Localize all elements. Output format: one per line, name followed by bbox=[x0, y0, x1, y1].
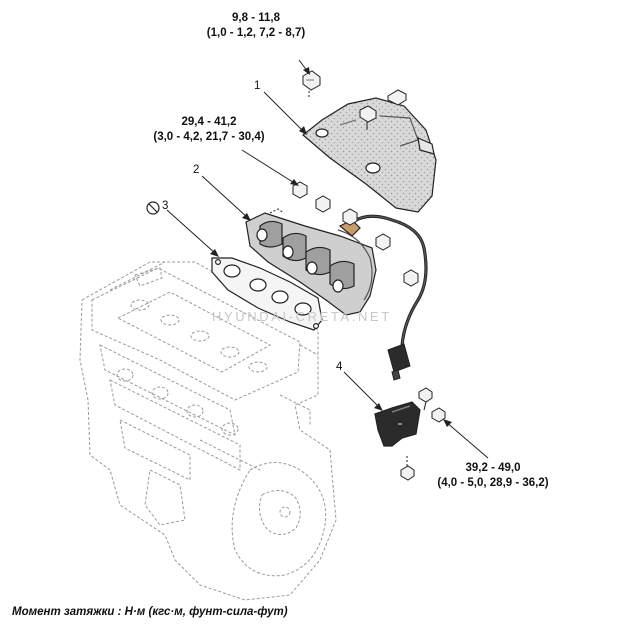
engine-cam-caps bbox=[116, 299, 291, 518]
oxygen-sensor bbox=[353, 214, 428, 381]
leader-lines bbox=[166, 59, 489, 459]
manifold-gasket bbox=[211, 257, 323, 331]
callout-2: 2 bbox=[193, 164, 200, 176]
torque-range-nm: 39,2 - 49,0 bbox=[465, 462, 521, 474]
heat-protector-bolts bbox=[302, 70, 407, 130]
exhaust-manifold bbox=[245, 212, 377, 316]
torque-spec-bracket-bolt: 39,2 - 49,0 (4,0 - 5,0, 28,9 - 36,2) bbox=[430, 461, 556, 491]
callout-1: 1 bbox=[254, 80, 261, 92]
callout-4: 4 bbox=[336, 361, 343, 373]
torque-spec-heat-protector-bolt: 9,8 - 11,8 (1,0 - 1,2, 7,2 - 8,7) bbox=[196, 11, 316, 41]
watermark: HYUNDAI-CRETA.NET bbox=[212, 309, 392, 324]
torque-range-alt-units: (3,0 - 4,2, 21,7 - 30,4) bbox=[153, 131, 265, 143]
torque-range-alt-units: (1,0 - 1,2, 7,2 - 8,7) bbox=[206, 27, 306, 39]
manifold-nuts bbox=[269, 181, 419, 287]
do-not-reuse-icon bbox=[146, 201, 160, 215]
torque-range-alt-units: (4,0 - 5,0, 28,9 - 36,2) bbox=[437, 477, 549, 489]
torque-range-nm: 9,8 - 11,8 bbox=[232, 12, 280, 24]
torque-range-nm: 29,4 - 41,2 bbox=[181, 116, 237, 128]
bracket-bolts bbox=[400, 387, 446, 481]
engine-block-outline bbox=[79, 261, 337, 601]
torque-units-caption: Момент затяжки : Н·м (кгс·м, фунт-сила-ф… bbox=[12, 606, 288, 618]
leader-arrowheads bbox=[210, 67, 452, 427]
torque-spec-manifold-nut: 29,4 - 41,2 (3,0 - 4,2, 21,7 - 30,4) bbox=[146, 115, 272, 145]
heat-protector bbox=[302, 97, 437, 213]
manifold-support-bracket bbox=[374, 401, 421, 447]
callout-3: 3 bbox=[162, 200, 169, 212]
